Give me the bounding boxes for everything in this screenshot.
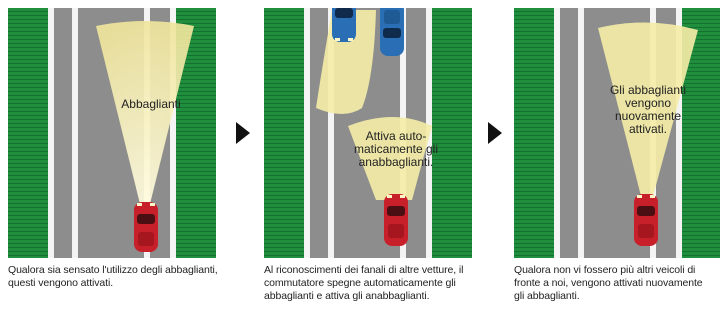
panel-3-label: Gli abbaglianti vengono nuovamente attiv… — [609, 83, 687, 136]
panel-2-caption: Al riconoscimenti dei fanali di altre ve… — [264, 264, 464, 302]
panel-high-beams: Abbaglianti — [8, 8, 216, 258]
panel-1-label: Abbaglianti — [121, 97, 181, 111]
red-car-icon — [634, 194, 658, 246]
high-beam-light — [598, 22, 698, 201]
red-car-icon — [384, 194, 408, 246]
panel-high-beams-reactivated: Gli abbaglianti vengono nuovamente attiv… — [514, 8, 720, 258]
oncoming-beam-light — [316, 10, 376, 114]
oncoming-car-icon — [332, 8, 356, 42]
panel-dipped-beams: Attiva auto- maticamente gli anabbaglian… — [264, 8, 472, 258]
road-scene-3 — [514, 8, 720, 258]
red-car-icon — [134, 202, 158, 252]
dipped-beam-light — [348, 117, 432, 200]
blue-car-icon — [380, 8, 404, 56]
road-scene-1 — [8, 8, 216, 258]
arrow-icon — [488, 122, 502, 144]
arrow-icon — [236, 122, 250, 144]
road-scene-2 — [264, 8, 472, 258]
panel-2-label: Attiva auto- maticamente gli anabbaglian… — [353, 129, 439, 169]
high-beam-light — [96, 21, 194, 204]
panel-1-caption: Qualora sia sensato l'utilizzo degli abb… — [8, 264, 218, 289]
panel-3-caption: Qualora non vi fossero più altri veicoli… — [514, 264, 703, 302]
